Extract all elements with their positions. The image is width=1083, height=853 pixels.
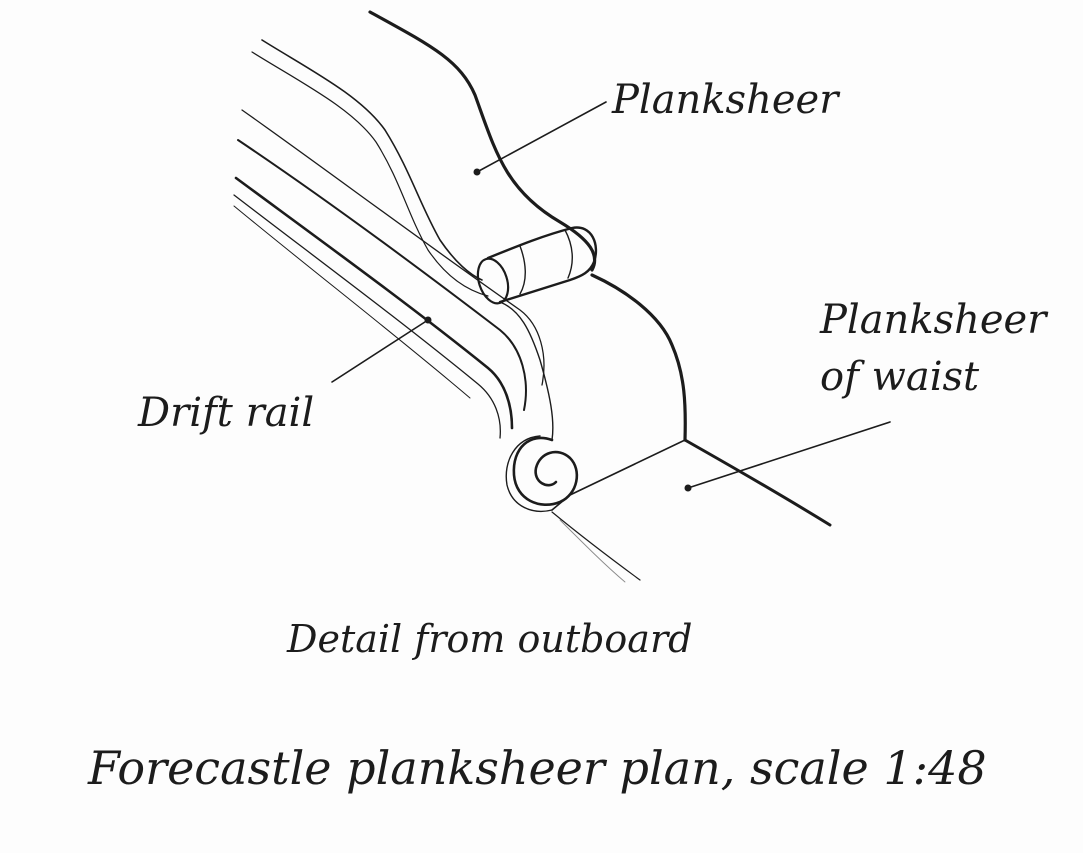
lower-hull-line-1 — [551, 511, 641, 581]
planksheer-inner-edge-1 — [261, 39, 483, 281]
waist-planksheer-edge — [590, 273, 687, 442]
label-planksheer-of-waist-line2: of waist — [820, 354, 980, 400]
waist-bottom-edge — [569, 439, 686, 496]
leader-waist — [687, 421, 891, 489]
drift-rail-line-2 — [237, 139, 527, 411]
label-drift-rail: Drift rail — [138, 390, 315, 436]
drift-rail-line-5 — [233, 205, 471, 399]
drift-rail-line-4 — [233, 194, 501, 439]
label-planksheer-of-waist-line1: Planksheer — [820, 297, 1047, 343]
figure-caption: Forecastle planksheer plan, scale 1:48 — [88, 741, 987, 795]
dot-waist — [684, 484, 692, 492]
dot-drift-rail — [424, 316, 432, 324]
upper-scroll-seam-2 — [564, 229, 573, 279]
lower-scroll-volute — [512, 436, 579, 506]
leader-drift-rail — [331, 319, 429, 383]
waist-planksheer-face — [499, 301, 554, 441]
drift-rail-line-3 — [234, 176, 514, 430]
planksheer-inner-edge-2 — [251, 51, 489, 297]
label-planksheer: Planksheer — [612, 77, 839, 123]
upper-scroll-body — [486, 226, 598, 304]
leader-planksheer — [476, 101, 607, 173]
planksheer-outer-edge — [368, 10, 597, 272]
waist-line — [683, 438, 832, 527]
upper-scroll-seam — [519, 245, 526, 295]
lower-scroll-rim — [505, 435, 553, 512]
lower-hull-line-2 — [559, 519, 626, 583]
dot-planksheer — [473, 168, 481, 176]
lower-scroll-base — [551, 494, 571, 511]
detail-caption: Detail from outboard — [287, 617, 693, 661]
upper-scroll-end — [476, 257, 510, 305]
drift-rail-line-1 — [241, 109, 545, 386]
